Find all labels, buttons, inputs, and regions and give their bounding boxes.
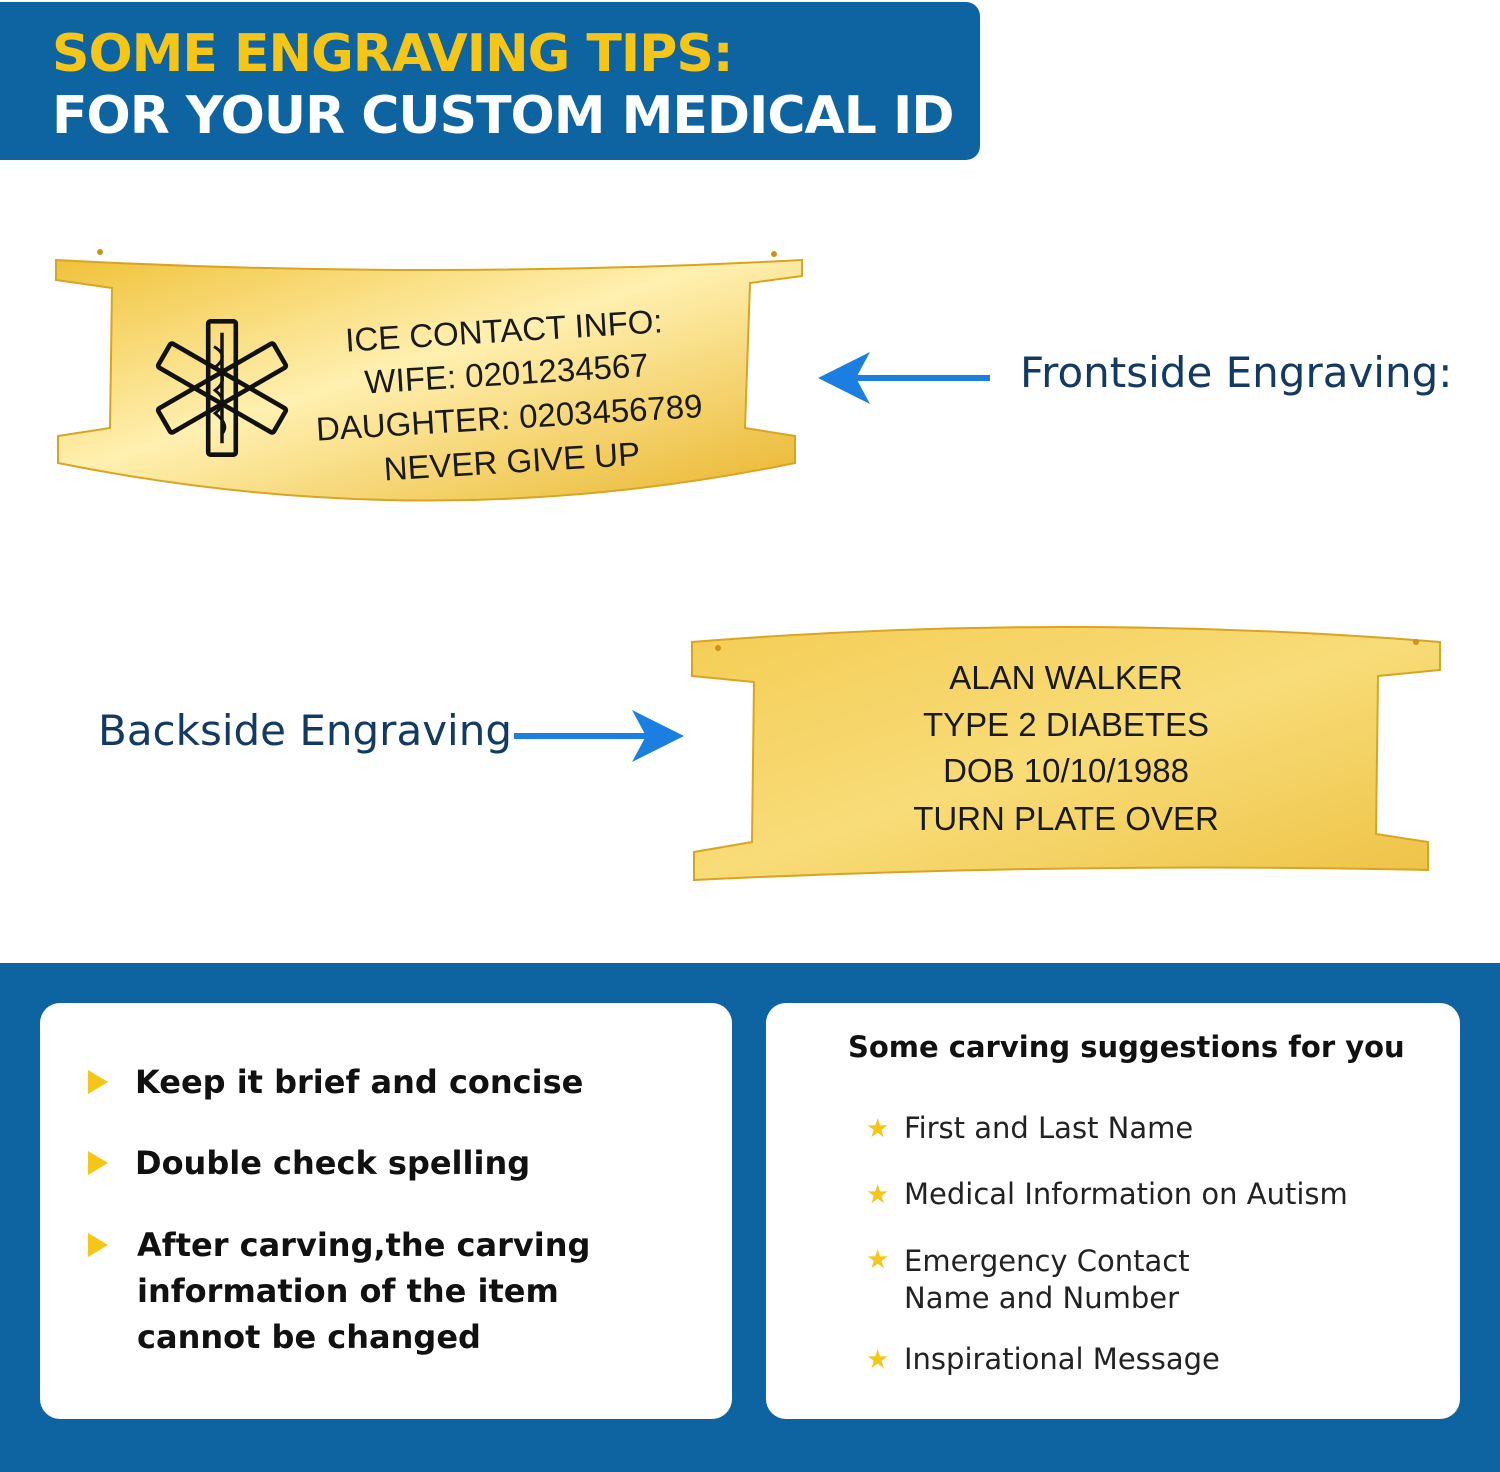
star-of-life-icon <box>155 319 289 457</box>
back-line-4: TURN PLATE OVER <box>913 800 1219 837</box>
tips-card <box>40 1003 732 1419</box>
back-plate: ALAN WALKER TYPE 2 DIABETES DOB 10/10/19… <box>691 626 1441 882</box>
star-icon: ★ <box>866 1245 890 1275</box>
star-icon: ★ <box>866 1180 890 1210</box>
suggestions-card <box>766 1003 1460 1419</box>
suggestion-1: First and Last Name <box>904 1111 1194 1145</box>
bullet-triangle-icon <box>88 1070 108 1094</box>
tip-2: Double check spelling <box>135 1144 531 1182</box>
front-plate: ICE CONTACT INFO: WIFE: 0201234567 DAUGH… <box>55 249 803 502</box>
tip-1: Keep it brief and concise <box>135 1063 584 1101</box>
back-line-2: TYPE 2 DIABETES <box>923 706 1209 743</box>
header-subtitle: FOR YOUR CUSTOM MEDICAL ID <box>52 86 955 146</box>
suggestion-4: Inspirational Message <box>904 1342 1220 1376</box>
header-banner: SOME ENGRAVING TIPS: FOR YOUR CUSTOM MED… <box>0 2 980 160</box>
right-arrow-icon <box>514 710 684 762</box>
bullet-triangle-icon <box>88 1151 108 1175</box>
back-line-3: DOB 10/10/1988 <box>943 752 1189 789</box>
suggestion-2: Medical Information on Autism <box>904 1177 1348 1211</box>
tip-3: After carving,the carving information of… <box>137 1226 591 1356</box>
suggestion-3: Emergency Contact Name and Number <box>904 1244 1190 1315</box>
suggestions-title: Some carving suggestions for you <box>848 1030 1405 1064</box>
backside-label: Backside Engraving <box>98 706 512 755</box>
back-line-1: ALAN WALKER <box>949 659 1183 696</box>
star-icon: ★ <box>866 1345 890 1375</box>
header-title: SOME ENGRAVING TIPS: <box>52 24 734 84</box>
star-icon: ★ <box>866 1114 890 1144</box>
left-arrow-icon <box>818 352 990 404</box>
bullet-triangle-icon <box>88 1233 108 1257</box>
frontside-label: Frontside Engraving: <box>1020 348 1453 397</box>
